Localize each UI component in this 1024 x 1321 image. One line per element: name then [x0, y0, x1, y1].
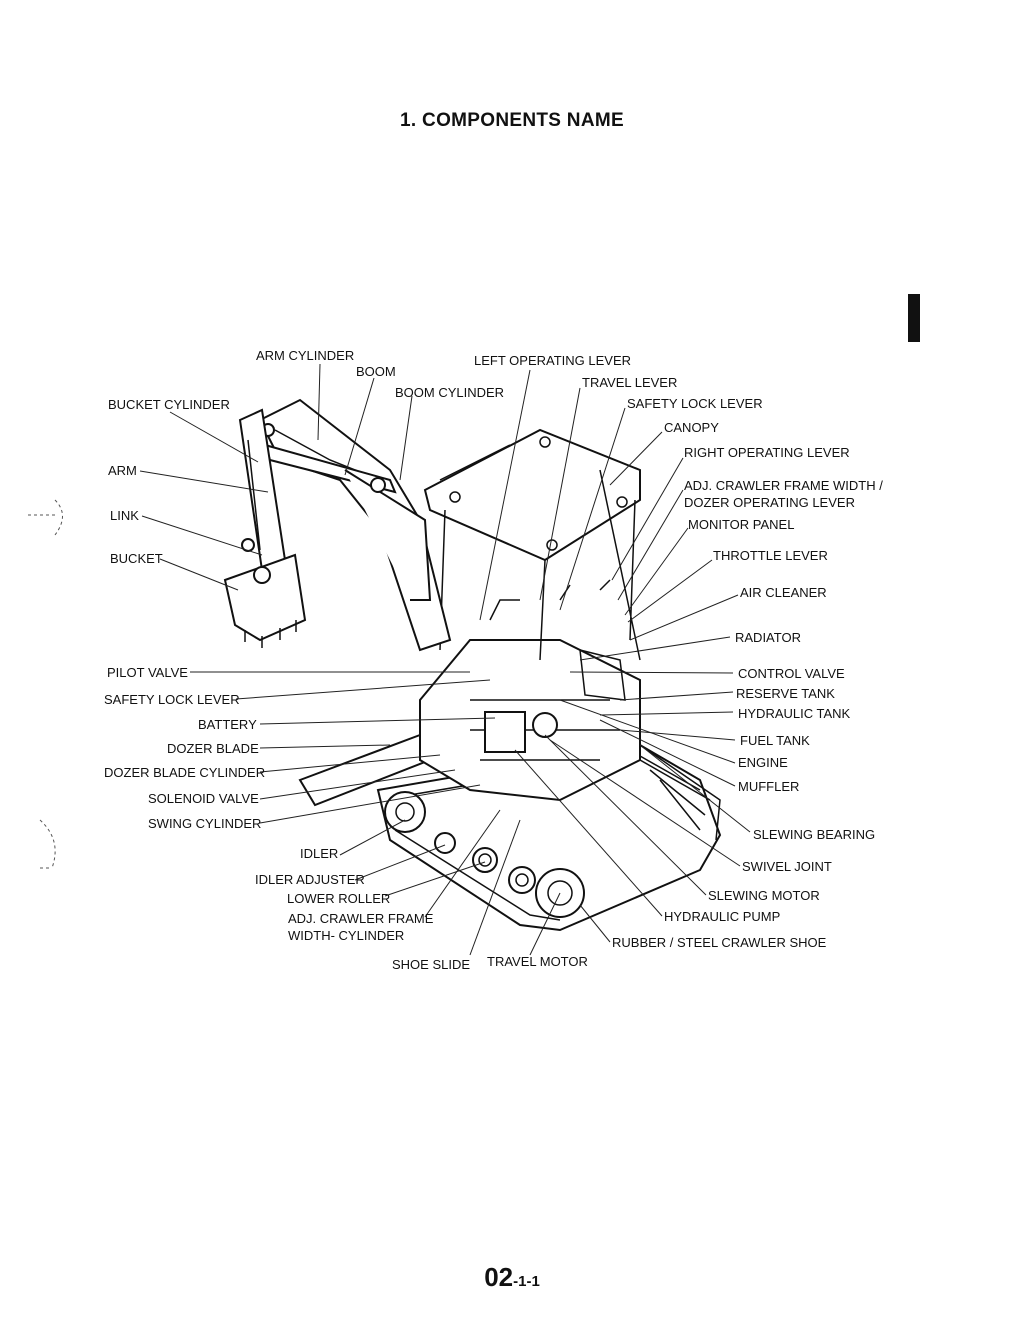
label-adj-crawler-frame-width: ADJ. CRAWLER FRAME WIDTH /: [684, 478, 883, 493]
battery-shape: [484, 711, 526, 753]
label-right-operating-lever: RIGHT OPERATING LEVER: [684, 445, 850, 460]
label-boom-cylinder: BOOM CYLINDER: [395, 385, 504, 400]
swivel-shape: [532, 712, 558, 738]
bucket-shape: [223, 553, 307, 642]
margin-mark-lower: [39, 819, 56, 869]
label-arm-cylinder: ARM CYLINDER: [256, 348, 354, 363]
label-air-cleaner: AIR CLEANER: [740, 585, 827, 600]
label-reserve-tank: RESERVE TANK: [736, 686, 835, 701]
label-shoe-slide: SHOE SLIDE: [392, 957, 470, 972]
label-boom: BOOM: [356, 364, 396, 379]
page-number-main: 02: [484, 1262, 514, 1292]
label-pilot-valve: PILOT VALVE: [107, 665, 188, 680]
label-travel-motor: TRAVEL MOTOR: [487, 954, 588, 969]
label-travel-lever: TRAVEL LEVER: [582, 375, 677, 390]
canopy: [423, 428, 641, 562]
label-adj-crawler-frame: ADJ. CRAWLER FRAME: [288, 911, 434, 926]
label-hydraulic-tank: HYDRAULIC TANK: [738, 706, 851, 721]
label-idler-adjuster: IDLER ADJUSTER: [255, 872, 365, 887]
label-slewing-bearing: SLEWING BEARING: [753, 827, 875, 842]
label-slewing-motor: SLEWING MOTOR: [708, 888, 820, 903]
label-swivel-joint: SWIVEL JOINT: [742, 859, 832, 874]
label-engine: ENGINE: [738, 755, 788, 770]
crawler-track: [376, 743, 722, 932]
component-labels: ARM CYLINDER BOOM LEFT OPERATING LEVER B…: [104, 348, 883, 972]
label-solenoid-valve: SOLENOID VALVE: [148, 791, 259, 806]
page-title: 1. COMPONENTS NAME: [400, 110, 624, 131]
label-radiator: RADIATOR: [735, 630, 801, 645]
page-number-sub: -1-1: [513, 1273, 540, 1290]
label-width-cylinder: WIDTH- CYLINDER: [288, 928, 404, 943]
label-muffler: MUFFLER: [738, 779, 799, 794]
label-throttle-lever: THROTTLE LEVER: [713, 548, 828, 563]
label-rubber-steel-crawler-shoe: RUBBER / STEEL CRAWLER SHOE: [612, 935, 827, 950]
label-monitor-panel: MONITOR PANEL: [688, 517, 794, 532]
label-dozer-blade-cylinder: DOZER BLADE CYLINDER: [104, 765, 265, 780]
label-left-operating-lever: LEFT OPERATING LEVER: [474, 353, 631, 368]
label-swing-cylinder: SWING CYLINDER: [148, 816, 261, 831]
label-battery: BATTERY: [198, 717, 257, 732]
label-safety-lock-lever-top: SAFETY LOCK LEVER: [627, 396, 763, 411]
margin-mark-upper: [28, 499, 63, 536]
upper-structure: [419, 639, 641, 802]
label-idler: IDLER: [300, 846, 338, 861]
label-control-valve: CONTROL VALVE: [738, 666, 845, 681]
boom-assembly: [258, 398, 452, 652]
label-link: LINK: [110, 508, 139, 523]
excavator-illustration: [223, 398, 722, 932]
label-safety-lock-lever-left: SAFETY LOCK LEVER: [104, 692, 240, 707]
page-number: 02-1-1: [0, 1262, 1024, 1293]
label-canopy: CANOPY: [664, 420, 719, 435]
section-tab-marker: [908, 294, 920, 342]
label-dozer-operating-lever: DOZER OPERATING LEVER: [684, 495, 855, 510]
label-lower-roller: LOWER ROLLER: [287, 891, 390, 906]
label-bucket-cylinder: BUCKET CYLINDER: [108, 397, 230, 412]
label-fuel-tank: FUEL TANK: [740, 733, 810, 748]
label-dozer-blade: DOZER BLADE: [167, 741, 259, 756]
leader-lines: [139, 363, 751, 956]
label-bucket: BUCKET: [110, 551, 163, 566]
label-hydraulic-pump: HYDRAULIC PUMP: [664, 909, 780, 924]
label-arm: ARM: [108, 463, 137, 478]
